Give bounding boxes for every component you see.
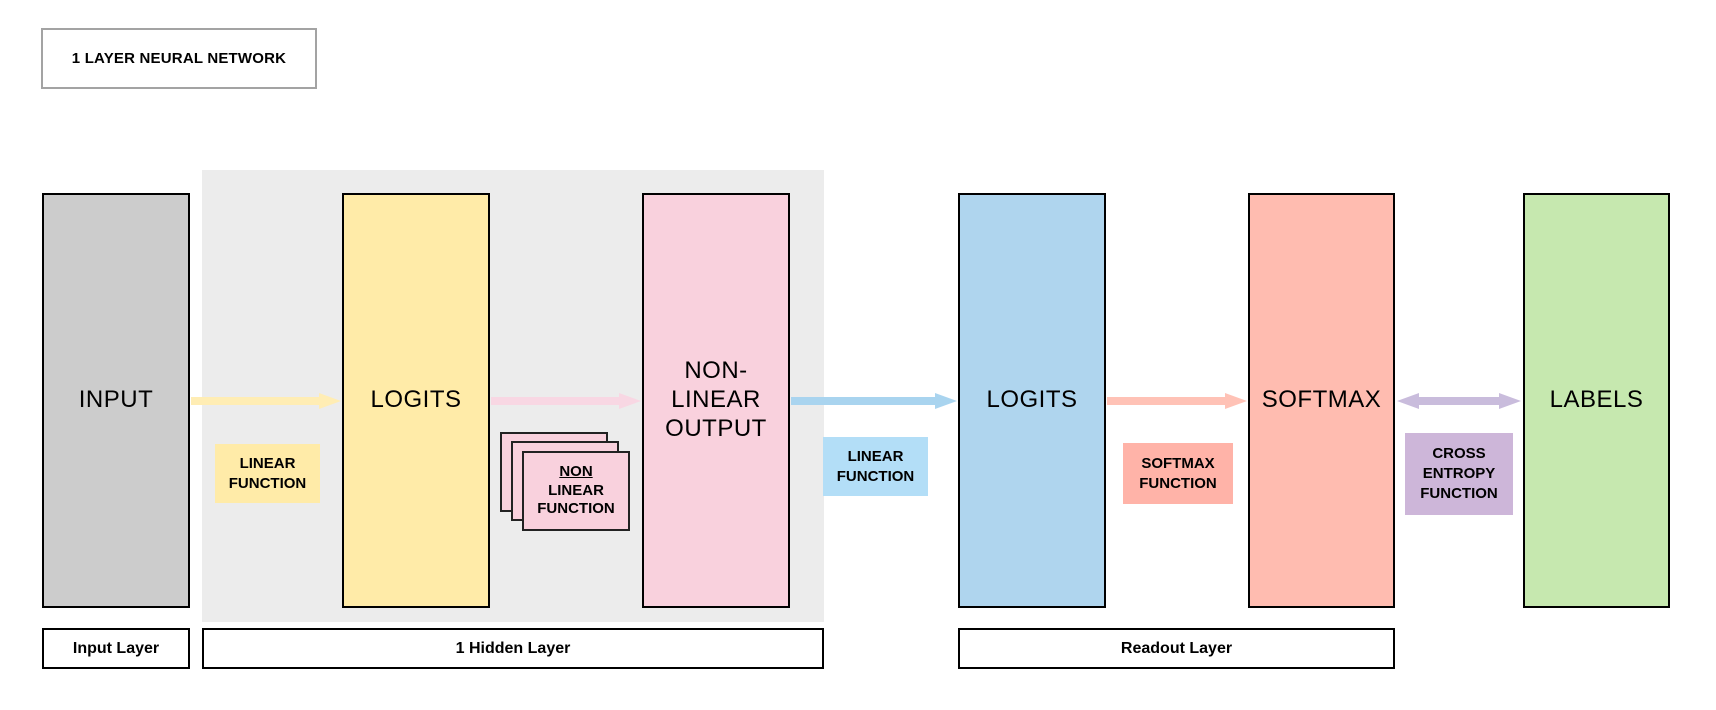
arrow-right-head-icon	[1499, 393, 1521, 409]
arrow-right-head-icon	[935, 393, 957, 409]
node-softmax-label: SOFTMAX	[1261, 386, 1382, 414]
layer-label-text: Input Layer	[72, 639, 160, 657]
arrow-logits-to-softmax	[1107, 393, 1247, 409]
label-line-linear: LINEAR	[548, 481, 604, 499]
arrow-shaft	[1417, 397, 1501, 405]
node-non-linear-output: NON- LINEAR OUTPUT	[642, 193, 790, 608]
arrow-shaft	[1107, 397, 1227, 405]
arrow-left-head-icon	[1397, 393, 1419, 409]
arrow-shaft	[491, 397, 621, 405]
node-labels: LABELS	[1523, 193, 1670, 608]
arrow-right-head-icon	[619, 393, 641, 409]
node-non-linear-output-label: NON- LINEAR OUTPUT	[665, 357, 767, 442]
label-cross-entropy-function: CROSS ENTROPY FUNCTION	[1405, 433, 1513, 515]
layer-label-input: Input Layer	[42, 628, 190, 669]
arrow-right-head-icon	[1225, 393, 1247, 409]
label-text: CROSS ENTROPY FUNCTION	[1420, 445, 1498, 502]
arrow-input-to-logits	[191, 393, 341, 409]
layer-label-text: 1 Hidden Layer	[455, 639, 571, 657]
label-text: SOFTMAX FUNCTION	[1139, 454, 1217, 492]
arrow-softmax-labels-bidirectional	[1397, 393, 1521, 409]
label-linear-function-readout: LINEAR FUNCTION	[823, 437, 928, 496]
label-linear-function-hidden: LINEAR FUNCTION	[215, 444, 320, 503]
node-readout-logits: LOGITS	[958, 193, 1106, 608]
diagram-title-box: 1 LAYER NEURAL NETWORK	[41, 28, 317, 89]
label-line-non: NON	[559, 462, 593, 480]
layer-label-readout: Readout Layer	[958, 628, 1395, 669]
label-softmax-function: SOFTMAX FUNCTION	[1123, 443, 1233, 504]
label-text: LINEAR FUNCTION	[836, 447, 915, 485]
layer-label-hidden: 1 Hidden Layer	[202, 628, 824, 669]
arrow-right-head-icon	[319, 393, 341, 409]
node-softmax: SOFTMAX	[1248, 193, 1395, 608]
label-line-function: FUNCTION	[537, 500, 615, 518]
label-non-linear-function: NON LINEAR FUNCTION	[522, 451, 630, 531]
arrow-shaft	[191, 397, 321, 405]
diagram-title: 1 LAYER NEURAL NETWORK	[71, 50, 287, 67]
node-input: INPUT	[42, 193, 190, 608]
node-hidden-logits: LOGITS	[342, 193, 490, 608]
node-readout-logits-label: LOGITS	[986, 386, 1078, 414]
layer-label-text: Readout Layer	[1120, 639, 1233, 657]
arrow-shaft	[791, 397, 937, 405]
arrow-logits-to-nonlinear-output	[491, 393, 641, 409]
label-text: LINEAR FUNCTION	[228, 454, 307, 492]
node-labels-label: LABELS	[1549, 386, 1644, 414]
node-hidden-logits-label: LOGITS	[370, 386, 462, 414]
node-input-label: INPUT	[78, 386, 154, 414]
arrow-nonlinear-output-to-logits	[791, 393, 957, 409]
